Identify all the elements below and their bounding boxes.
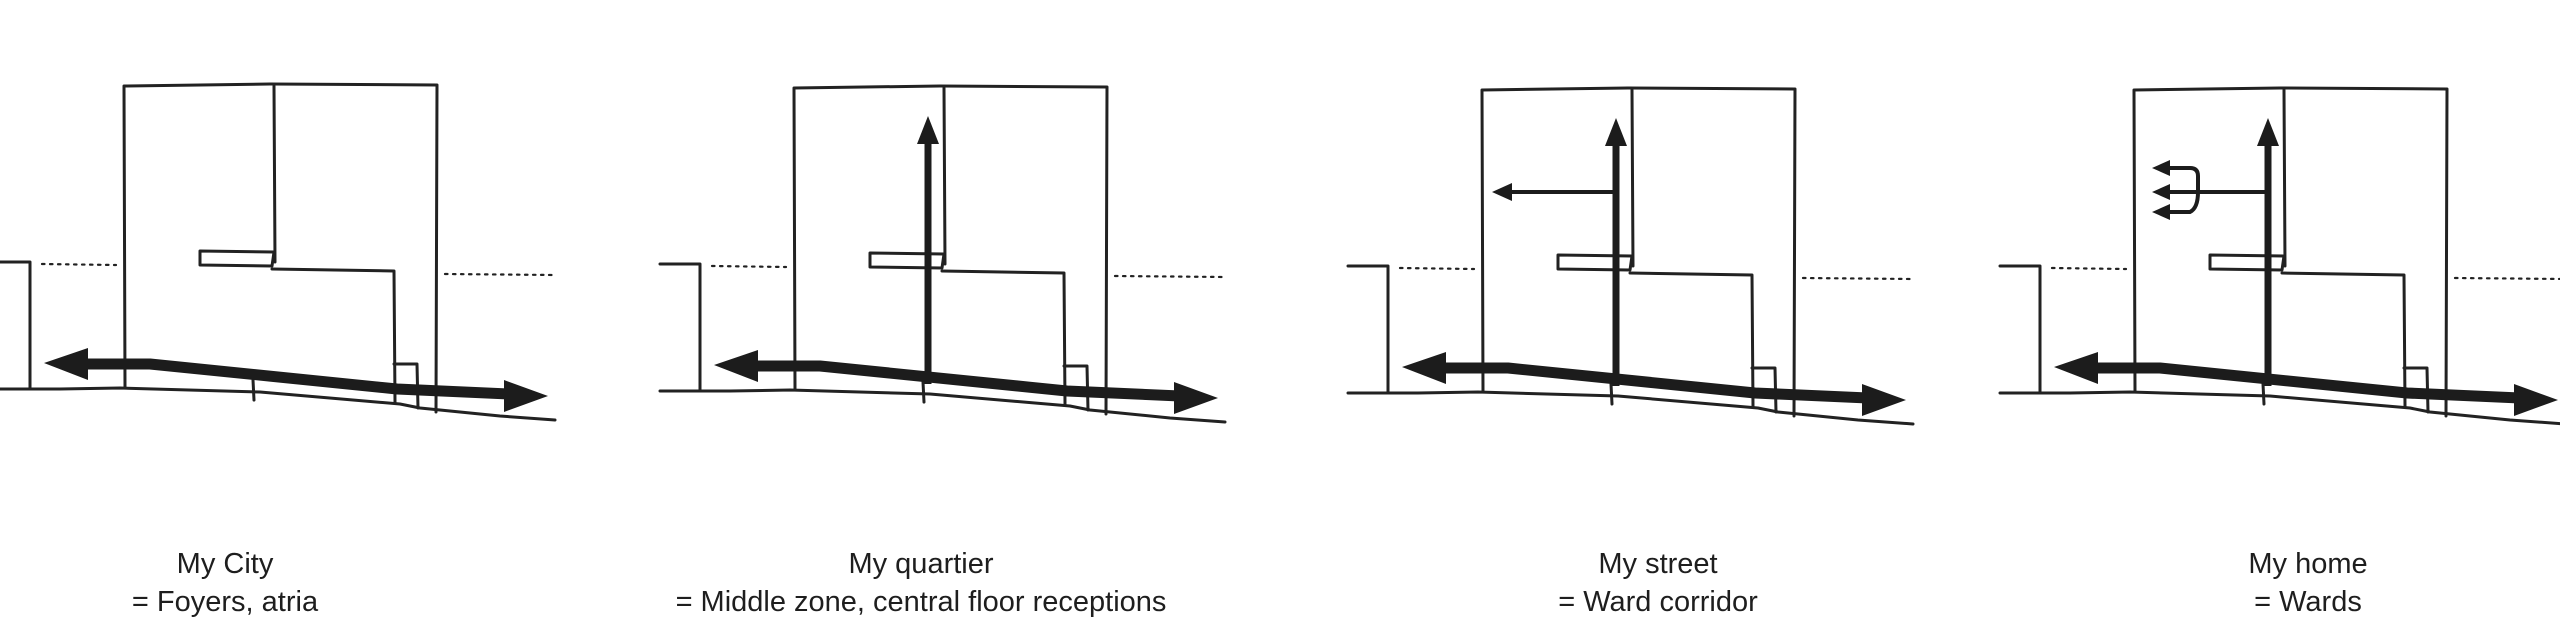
- ground-circulation-arrow: [714, 350, 1218, 414]
- wards-branch-arrows: [2152, 160, 2268, 220]
- panel-home: [1998, 86, 2560, 426]
- vertical-circulation-arrow: [917, 116, 939, 384]
- caption-home: My home = Wards: [1958, 545, 2560, 621]
- panel-street: [1346, 86, 1915, 426]
- vertical-circulation-arrow: [2257, 118, 2279, 386]
- caption-street: My street = Ward corridor: [1308, 545, 2008, 621]
- caption-title: My City: [176, 548, 274, 580]
- vertical-circulation-arrow: [1605, 118, 1627, 386]
- panel-quartier: [658, 84, 1227, 424]
- caption-subtitle: = Foyers, atria: [131, 586, 319, 618]
- caption-subtitle: = Wards: [2254, 586, 2362, 618]
- caption-subtitle: = Middle zone, central floor receptions: [675, 586, 1167, 618]
- caption-quartier: My quartier = Middle zone, central floor…: [571, 545, 1271, 621]
- caption-subtitle: = Ward corridor: [1558, 586, 1758, 618]
- caption-title: My home: [2248, 548, 2368, 580]
- ground-circulation-arrow: [1402, 352, 1906, 416]
- panel-city: [0, 82, 557, 422]
- caption-city: My City = Foyers, atria: [0, 545, 575, 621]
- caption-title: My street: [1598, 548, 1718, 580]
- caption-title: My quartier: [848, 548, 994, 580]
- ground-circulation-arrow: [44, 348, 548, 412]
- corridor-branch-arrow: [1492, 183, 1616, 201]
- ground-circulation-arrow: [2054, 352, 2558, 416]
